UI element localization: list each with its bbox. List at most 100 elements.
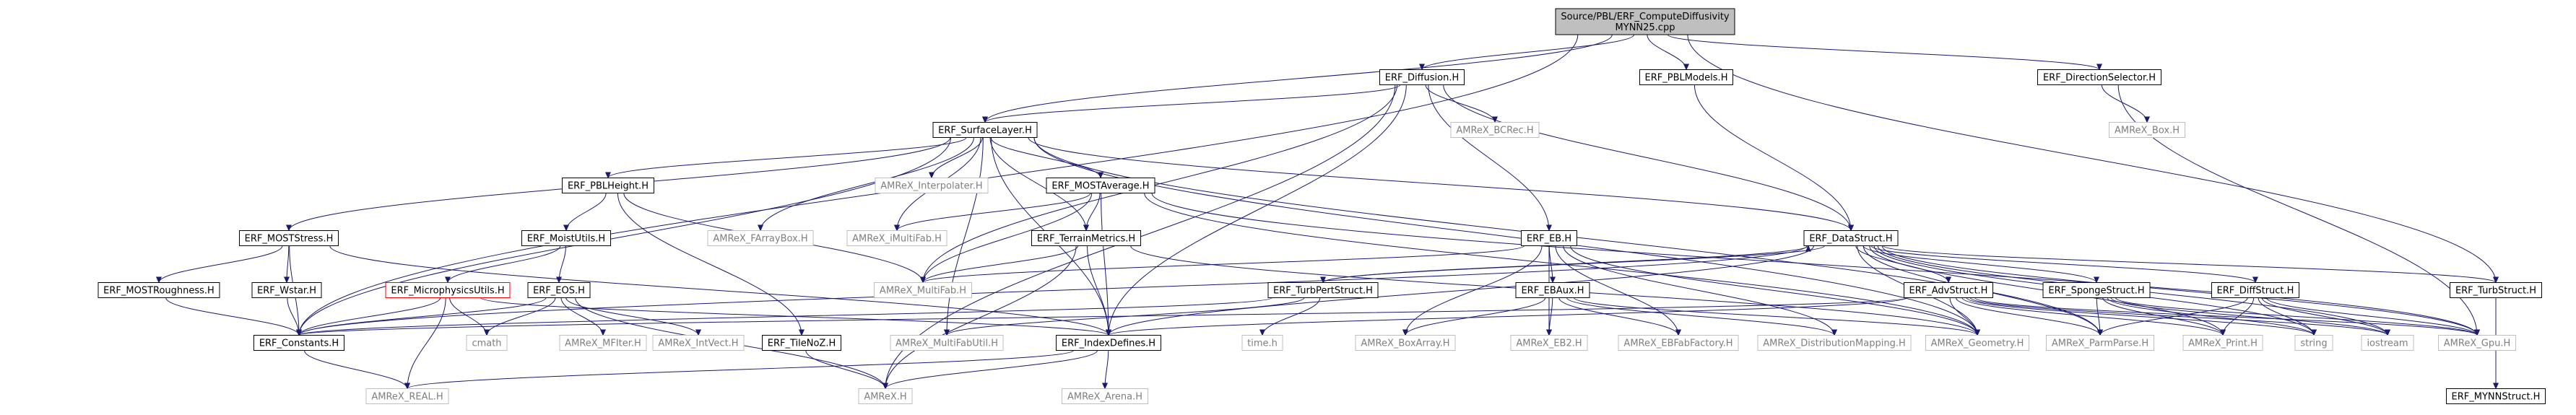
node-gpu[interactable]: AMReX_Gpu.H: [2438, 335, 2516, 351]
node-imultifab[interactable]: AMReX_iMultiFab.H: [846, 230, 947, 246]
node-cmath[interactable]: cmath: [466, 335, 508, 351]
node-wstar[interactable]: ERF_Wstar.H: [251, 282, 322, 298]
node-label-datastruct: ERF_DataStruct.H: [1809, 234, 1892, 245]
node-ebaux[interactable]: ERF_EBAux.H: [1515, 282, 1590, 298]
node-label-turbstruct: ERF_TurbStruct.H: [2455, 286, 2536, 297]
edge-mostavg-to-terrainmetrics: [1083, 193, 1101, 232]
edge-terrainmetrics-to-multifab: [920, 245, 1079, 284]
edge-surfacelayer-to-datastruct: [1028, 137, 1854, 232]
edge-surfacelayer-to-constants: [296, 137, 951, 336]
edge-datastruct-to-diffstruct: [1870, 245, 2258, 284]
node-label-boxarray: AMReX_BoxArray.H: [1361, 338, 1449, 349]
edge-tilenoz-to-amrexh: [805, 350, 888, 390]
node-indexdefines[interactable]: ERF_IndexDefines.H: [1056, 335, 1161, 351]
node-microutils[interactable]: ERF_MicrophysicsUtils.H: [385, 282, 511, 298]
node-mynnstruct[interactable]: ERF_MYNNStruct.H: [2446, 388, 2546, 404]
node-label-iostream: iostream: [2367, 338, 2408, 349]
node-root[interactable]: Source/PBL/ERF_ComputeDiffusivityMYNN25.…: [1555, 8, 1735, 35]
node-box-imultifab: [846, 230, 947, 246]
node-label-string: string: [2300, 338, 2327, 349]
node-turbstruct[interactable]: ERF_TurbStruct.H: [2450, 282, 2542, 298]
node-dirsel[interactable]: ERF_DirectionSelector.H: [2037, 69, 2161, 85]
node-arena[interactable]: AMReX_Arena.H: [1062, 388, 1148, 404]
node-box-mfilter: [559, 335, 647, 351]
node-eb[interactable]: ERF_EB.H: [1521, 230, 1577, 246]
edge-ebaux-to-geometry: [1573, 297, 1980, 336]
edge-mostavg-to-gpu: [1151, 193, 2480, 336]
node-box-turbpert: [1267, 282, 1379, 298]
node-constants[interactable]: ERF_Constants.H: [253, 335, 344, 351]
node-pblmodels[interactable]: ERF_PBLModels.H: [1639, 69, 1733, 85]
node-bcrec[interactable]: AMReX_BCRec.H: [1450, 122, 1540, 138]
node-mostrough[interactable]: ERF_MOSTRoughness.H: [97, 282, 220, 298]
node-surfacelayer[interactable]: ERF_SurfaceLayer.H: [932, 122, 1038, 138]
node-box-mostrough: [97, 282, 220, 298]
node-box-multifabutil: [890, 335, 1004, 351]
node-timeh[interactable]: time.h: [1241, 335, 1283, 351]
node-tilenoz[interactable]: ERF_TileNoZ.H: [762, 335, 841, 351]
edge-advstruct-to-constants: [296, 297, 1907, 336]
node-ebfab[interactable]: AMReX_EBFabFactory.H: [1618, 335, 1739, 351]
node-multifab[interactable]: AMReX_MultiFab.H: [874, 282, 972, 298]
edge-eb-to-geometry: [1570, 245, 1980, 336]
node-label-surfacelayer: ERF_SurfaceLayer.H: [938, 126, 1032, 136]
edge-eos-to-intvect: [565, 297, 701, 336]
edge-root-to-pblmodels: [1647, 34, 1689, 71]
edge-indexdefines-to-real: [404, 350, 1074, 390]
node-turbpert[interactable]: ERF_TurbPertStruct.H: [1267, 282, 1379, 298]
node-geometry[interactable]: AMReX_Geometry.H: [1925, 335, 2029, 351]
node-box-pblmodels: [1639, 69, 1733, 85]
edge-moistutils-to-microutils: [445, 245, 561, 284]
node-label-interp: AMReX_Interpolater.H: [880, 181, 982, 192]
node-parmparse[interactable]: AMReX_ParmParse.H: [2046, 335, 2154, 351]
edge-eb-to-multifab: [920, 245, 1525, 284]
node-label-terrainmetrics: ERF_TerrainMetrics.H: [1037, 234, 1135, 245]
edge-pblmodels-to-datastruct: [1694, 84, 1854, 232]
node-label-parmparse: AMReX_ParmParse.H: [2052, 338, 2148, 349]
node-eb2[interactable]: AMReX_EB2.H: [1510, 335, 1588, 351]
node-string[interactable]: string: [2294, 335, 2333, 351]
node-box-datastruct: [1803, 230, 1899, 246]
node-eos[interactable]: ERF_EOS.H: [527, 282, 591, 298]
node-amrexh[interactable]: AMReX.H: [858, 388, 913, 404]
edge-indexdefines-to-amrexh: [882, 350, 1098, 390]
node-moistutils[interactable]: ERF_MoistUtils.H: [521, 230, 611, 246]
node-diffstruct[interactable]: ERF_DiffStruct.H: [2211, 282, 2299, 298]
node-farraybox[interactable]: AMReX_FArrayBox.H: [707, 230, 814, 246]
node-label-pblheight: ERF_PBLHeight.H: [568, 181, 649, 192]
node-box-moststress: [239, 230, 339, 246]
edge-advstruct-to-parmparse: [1956, 297, 2103, 336]
node-pblheight[interactable]: ERF_PBLHeight.H: [562, 178, 654, 193]
node-print[interactable]: AMReX_Print.H: [2182, 335, 2263, 351]
node-iostream[interactable]: iostream: [2361, 335, 2414, 351]
node-label-constants: ERF_Constants.H: [259, 338, 339, 349]
node-diffusion[interactable]: ERF_Diffusion.H: [1379, 69, 1465, 85]
node-label-timeh: time.h: [1247, 338, 1278, 349]
node-interp[interactable]: AMReX_Interpolater.H: [875, 178, 989, 193]
node-intvect[interactable]: AMReX_IntVect.H: [652, 335, 745, 351]
edge-moistutils-to-eos: [556, 245, 566, 284]
node-label-root: MYNN25.cpp: [1616, 22, 1675, 33]
edge-advstruct-to-indexdefines: [1106, 297, 1907, 336]
node-moststress[interactable]: ERF_MOSTStress.H: [239, 230, 339, 246]
node-label-eos: ERF_EOS.H: [533, 286, 585, 297]
node-box-timeh: [1241, 335, 1283, 351]
edge-turbpert-to-constants: [296, 297, 1272, 336]
node-mostavg[interactable]: ERF_MOSTAverage.H: [1046, 178, 1155, 193]
node-advstruct[interactable]: ERF_AdvStruct.H: [1904, 282, 1993, 298]
node-box-cmath: [466, 335, 508, 351]
node-datastruct[interactable]: ERF_DataStruct.H: [1803, 230, 1899, 246]
node-real[interactable]: AMReX_REAL.H: [365, 388, 449, 404]
edge-diffusion-to-surfacelayer: [982, 84, 1401, 123]
node-label-spongestruct: ERF_SpongeStruct.H: [2048, 286, 2144, 297]
node-boxarray[interactable]: AMReX_BoxArray.H: [1355, 335, 1456, 351]
node-mfilter[interactable]: AMReX_MFIter.H: [559, 335, 647, 351]
node-box-ebaux: [1515, 282, 1590, 298]
node-terrainmetrics[interactable]: ERF_TerrainMetrics.H: [1031, 230, 1141, 246]
node-label-gpu: AMReX_Gpu.H: [2444, 338, 2510, 349]
node-distmap[interactable]: AMReX_DistributionMapping.H: [1757, 335, 1912, 351]
node-multifabutil[interactable]: AMReX_MultiFabUtil.H: [890, 335, 1004, 351]
node-spongestruct[interactable]: ERF_SpongeStruct.H: [2042, 282, 2151, 298]
node-label-pblmodels: ERF_PBLModels.H: [1645, 73, 1728, 84]
node-amrexbox[interactable]: AMReX_Box.H: [2109, 122, 2185, 138]
